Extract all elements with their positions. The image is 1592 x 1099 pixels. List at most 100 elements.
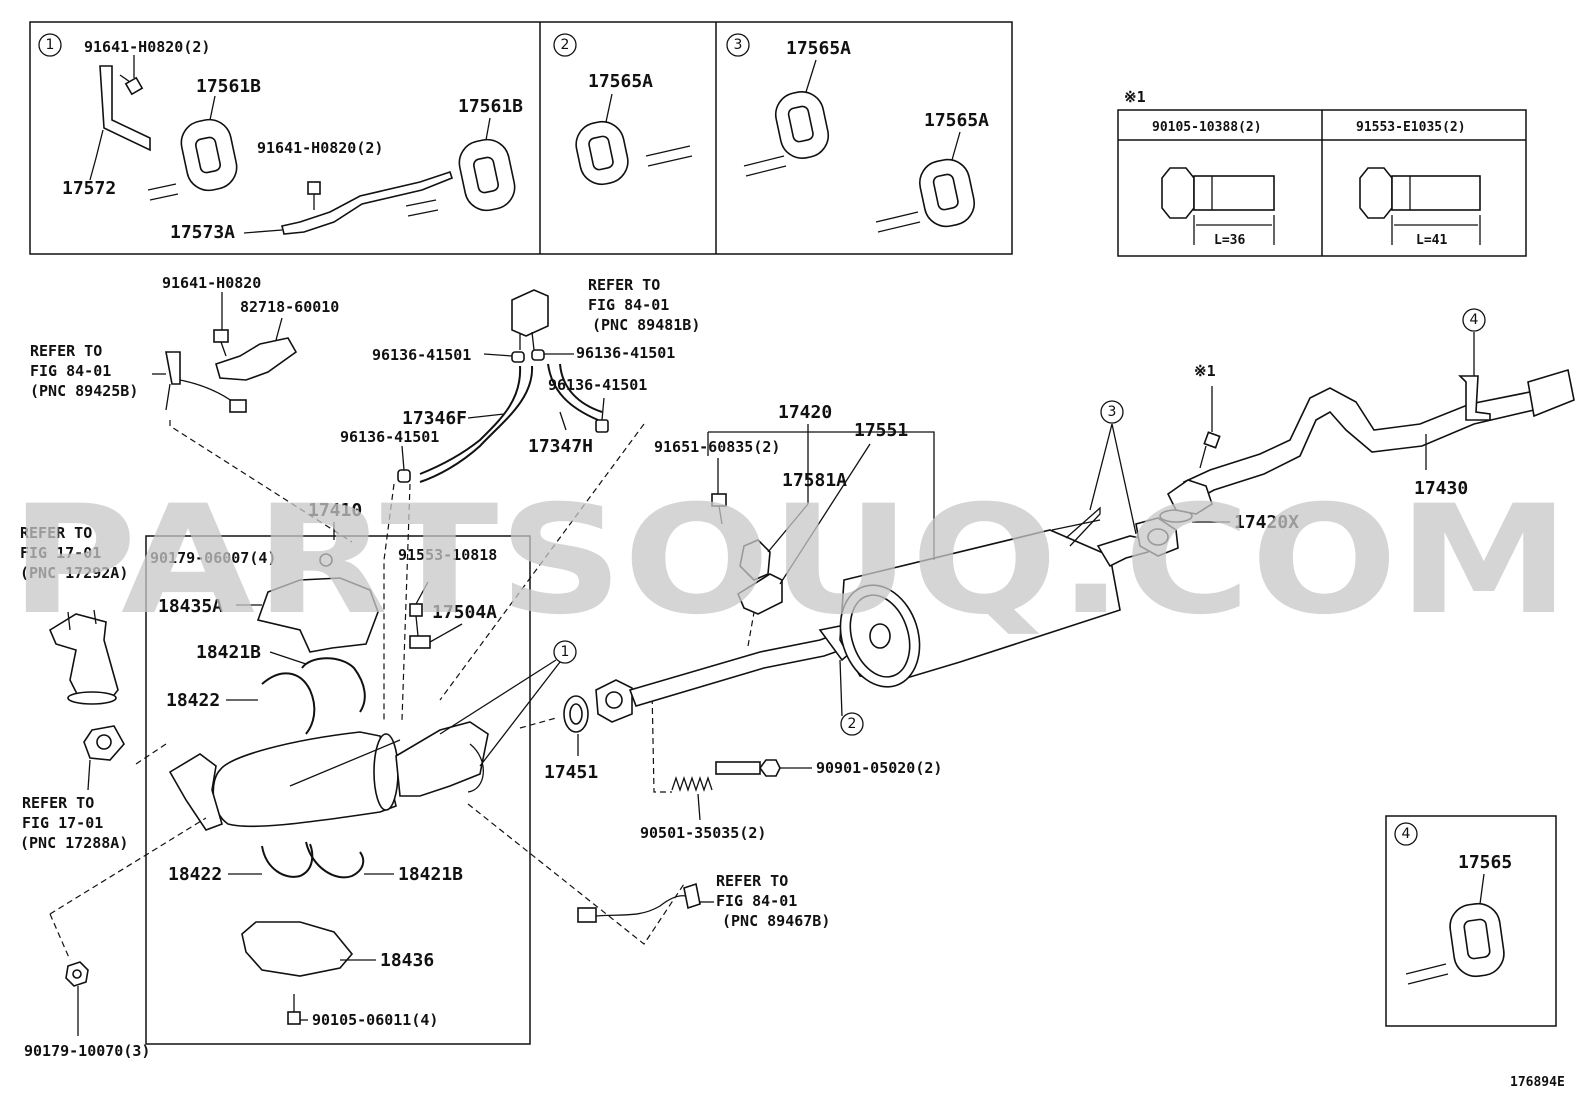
bolt-icon: [307, 181, 321, 210]
label-18435a[interactable]: 18435A: [158, 596, 223, 617]
band-18421b-b: [305, 841, 365, 879]
inset-1: 1 91641-H0820(2) 17561B 17572 91641-H082…: [38, 33, 523, 243]
label-17410[interactable]: 17410: [308, 500, 362, 521]
refer-to-a: REFER TO: [30, 342, 102, 360]
label-91641-h0820-2a[interactable]: 91641-H0820(2): [84, 38, 210, 56]
watermark: PARTSOUQ.COM: [10, 474, 1570, 648]
note-symbol: ※1: [1124, 88, 1146, 106]
label-91553-10818[interactable]: 91553-10818: [398, 546, 497, 564]
refer-pnc-89467b: (PNC 89467B): [722, 912, 830, 930]
callouts: 1 2 3 4: [439, 308, 1486, 767]
hanger-17581a: [739, 539, 771, 581]
label-90105-06011-4[interactable]: 90105-06011(4): [312, 1011, 438, 1029]
label-90501-35035-2[interactable]: 90501-35035(2): [640, 824, 766, 842]
bolt-col2-len: L=41: [1416, 233, 1447, 248]
heat-shield-18436: [241, 921, 354, 977]
label-17573a[interactable]: 17573A: [170, 222, 235, 243]
label-17420x[interactable]: 17420X: [1234, 512, 1299, 533]
dashed-leaders: [49, 420, 759, 961]
label-17581a[interactable]: 17581A: [782, 470, 847, 491]
label-96136-41501-b[interactable]: 96136-41501: [576, 344, 675, 362]
main-exhaust: 17451 90901-05020(2) 90501-35035(2) 1742…: [544, 332, 1575, 842]
nut-90179-10070: 90179-10070(3): [24, 961, 150, 1060]
svg-text:3: 3: [1108, 404, 1117, 420]
refer-fig-84-01-b: FIG 84-01: [588, 296, 669, 314]
refer-fig-84-01-a: FIG 84-01: [30, 362, 111, 380]
label-17565[interactable]: 17565: [1458, 852, 1512, 873]
label-82718-60010[interactable]: 82718-60010: [240, 298, 339, 316]
band-18421b-a: [301, 657, 366, 713]
refer-to-b: REFER TO: [588, 276, 660, 294]
inset-2: 2 17565A: [553, 33, 693, 186]
label-18422-b[interactable]: 18422: [168, 864, 222, 885]
bolt-icon: [119, 55, 144, 96]
label-17430[interactable]: 17430: [1414, 478, 1468, 499]
refer-to-d: REFER TO: [22, 794, 94, 812]
label-17420[interactable]: 17420: [778, 402, 832, 423]
refer-pnc-89425b: (PNC 89425B): [30, 382, 138, 400]
catalyst-frame: [145, 535, 531, 1045]
label-96136-41501-d[interactable]: 96136-41501: [340, 428, 439, 446]
bracket-17572: [99, 65, 151, 152]
label-17565a-a[interactable]: 17565A: [786, 38, 851, 59]
refer-to-c: REFER TO: [20, 524, 92, 542]
label-18436[interactable]: 18436: [380, 950, 434, 971]
tail-flange: [1166, 479, 1213, 515]
refer-pnc-17292a: (PNC 17292A): [20, 564, 128, 582]
label-90901-05020-2[interactable]: 90901-05020(2): [816, 759, 942, 777]
label-17572[interactable]: 17572: [62, 178, 116, 199]
label-17551[interactable]: 17551: [854, 420, 908, 441]
label-17561b-a[interactable]: 17561B: [196, 76, 261, 97]
bolt-col1-len: L=36: [1214, 233, 1245, 248]
label-17346f[interactable]: 17346F: [402, 408, 467, 429]
bolt-col1-part[interactable]: 90105-10388(2): [1152, 120, 1262, 135]
bracket-17573a: [281, 170, 453, 235]
band-18422-b: [261, 843, 314, 878]
bolt-table: ※1 90105-10388(2) 91553-E1035(2) L=36 L=…: [1117, 88, 1527, 257]
hanger-17561b-b: [458, 117, 516, 212]
label-90179-10070-3[interactable]: 90179-10070(3): [24, 1042, 150, 1060]
callout-2: [840, 712, 864, 736]
label-91641-h0820-2b[interactable]: 91641-H0820(2): [257, 139, 383, 157]
label-18421b-a[interactable]: 18421B: [196, 642, 261, 663]
bolt-icon: [1199, 431, 1221, 469]
label-18422-a[interactable]: 18422: [166, 690, 220, 711]
label-17565a-b[interactable]: 17565A: [924, 110, 989, 131]
callout-4: [1462, 308, 1486, 332]
label-17565a[interactable]: 17565A: [588, 71, 653, 92]
sensor-89467b-group: REFER TO FIG 84-01 (PNC 89467B): [577, 872, 830, 930]
bolt-col2-part[interactable]: 91553-E1035(2): [1356, 120, 1466, 135]
label-96136-41501-a[interactable]: 96136-41501: [372, 346, 471, 364]
inset-1-number: 1: [46, 37, 55, 53]
bolt-icon: [715, 759, 781, 777]
bracket-17551: [736, 573, 783, 615]
refer-fig-17-01-a: FIG 17-01: [20, 544, 101, 562]
label-91651-60835-2[interactable]: 91651-60835(2): [654, 438, 780, 456]
label-18421b-b[interactable]: 18421B: [398, 864, 463, 885]
label-90179-06007-4[interactable]: 90179-06007(4): [150, 549, 276, 567]
label-91641-h0820[interactable]: 91641-H0820: [162, 274, 261, 292]
callout-1: [553, 640, 577, 664]
bracket-82718: [215, 337, 298, 381]
inset-frame: [29, 21, 1013, 255]
inset-4-number: 4: [1402, 826, 1411, 842]
svg-text:2: 2: [848, 716, 857, 732]
label-17451[interactable]: 17451: [544, 762, 598, 783]
label-96136-41501-c[interactable]: 96136-41501: [548, 376, 647, 394]
hose-17346f: [419, 365, 522, 475]
figure-id: 176894E: [1510, 1075, 1565, 1090]
label-17504a[interactable]: 17504A: [432, 602, 497, 623]
callout-3: [1100, 400, 1124, 424]
label-17561b-b[interactable]: 17561B: [458, 96, 523, 117]
sensor-89481b: [511, 289, 549, 337]
inset-3-number: 3: [734, 37, 743, 53]
sensor-89425b: [165, 351, 181, 385]
label-17347h[interactable]: 17347H: [528, 436, 593, 457]
bolt-icon: [711, 493, 727, 525]
refer-pnc-89481b: (PNC 89481B): [592, 316, 700, 334]
heat-shield-18435a: [256, 577, 379, 653]
svg-text:1: 1: [561, 644, 570, 660]
bolt-icon: [287, 994, 301, 1025]
svg-text:4: 4: [1470, 312, 1479, 328]
